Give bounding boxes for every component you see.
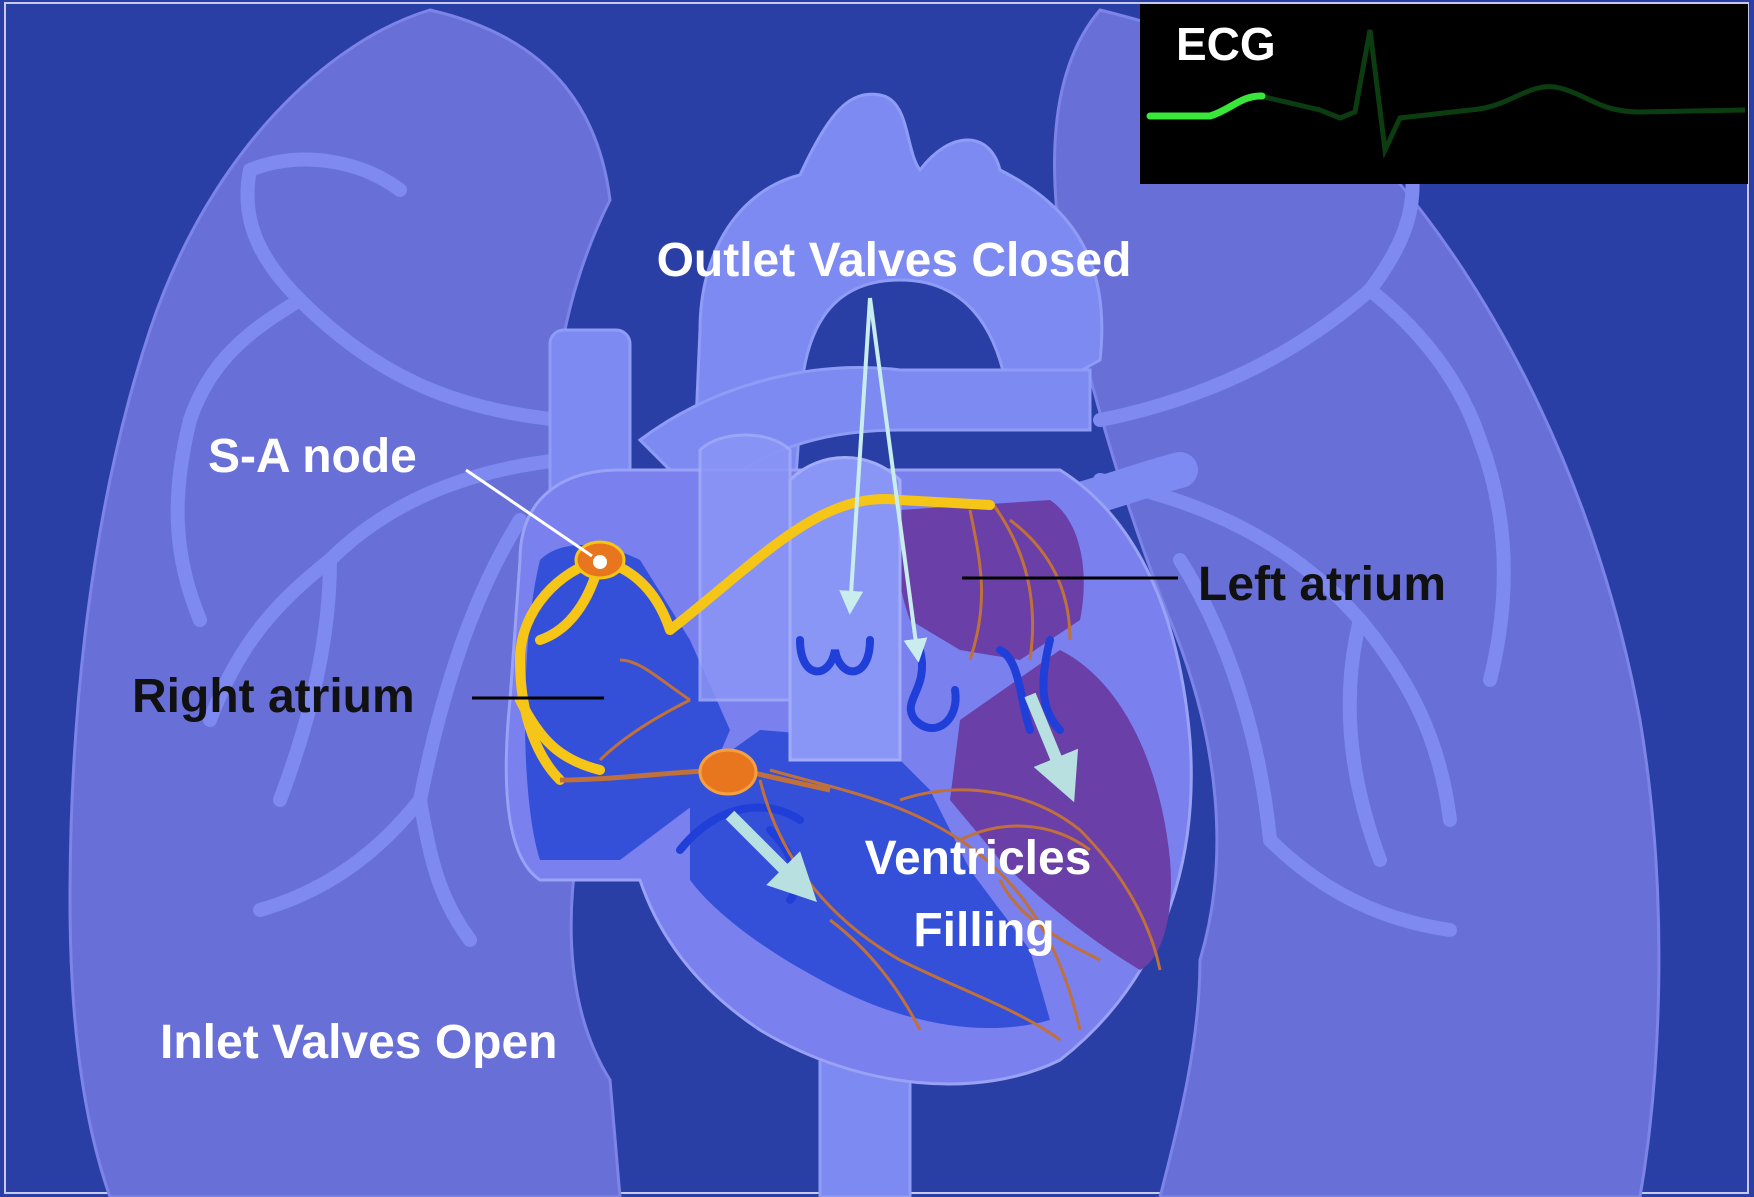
ecg-panel: ECG	[1140, 4, 1748, 184]
av-node	[700, 750, 756, 794]
ecg-label: ECG	[1176, 18, 1276, 70]
outlet-valves-label: Outlet Valves Closed	[657, 234, 1132, 287]
left-atrium-label: Left atrium	[1198, 558, 1446, 611]
sa-node	[576, 542, 624, 578]
sa-node-label: S-A node	[208, 430, 417, 483]
right-atrium-label: Right atrium	[132, 670, 415, 723]
inlet-valves-label: Inlet Valves Open	[160, 1016, 558, 1069]
ventricles-label-line2: Filling	[913, 904, 1054, 957]
ventricles-label-line1: Ventricles	[865, 832, 1092, 885]
